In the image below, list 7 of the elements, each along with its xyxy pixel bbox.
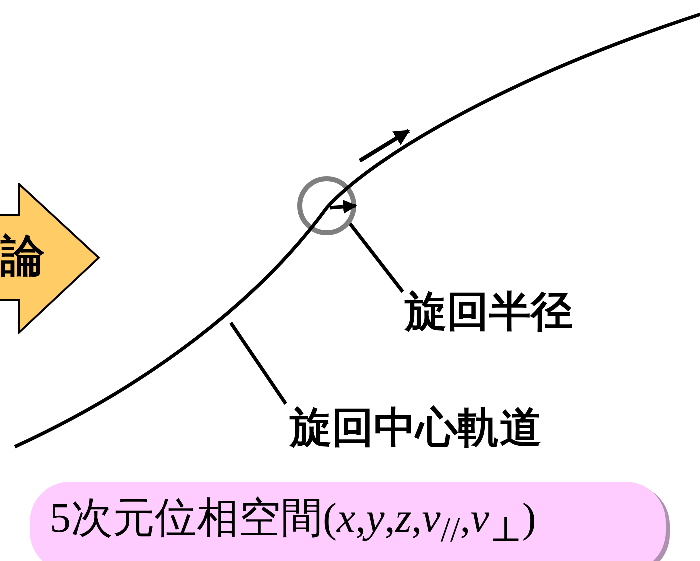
gyration-circle xyxy=(298,176,356,236)
leader-line xyxy=(230,322,288,405)
block-arrow xyxy=(0,183,100,334)
label-text: 旋回中心軌道 xyxy=(290,407,542,449)
rounded-panel xyxy=(30,482,666,561)
arrow-label: 論 xyxy=(1,235,45,279)
formula-text: 5次元位相空間(x,y,z,v$_{//}$,v$_{⊥}$) xyxy=(50,496,536,550)
